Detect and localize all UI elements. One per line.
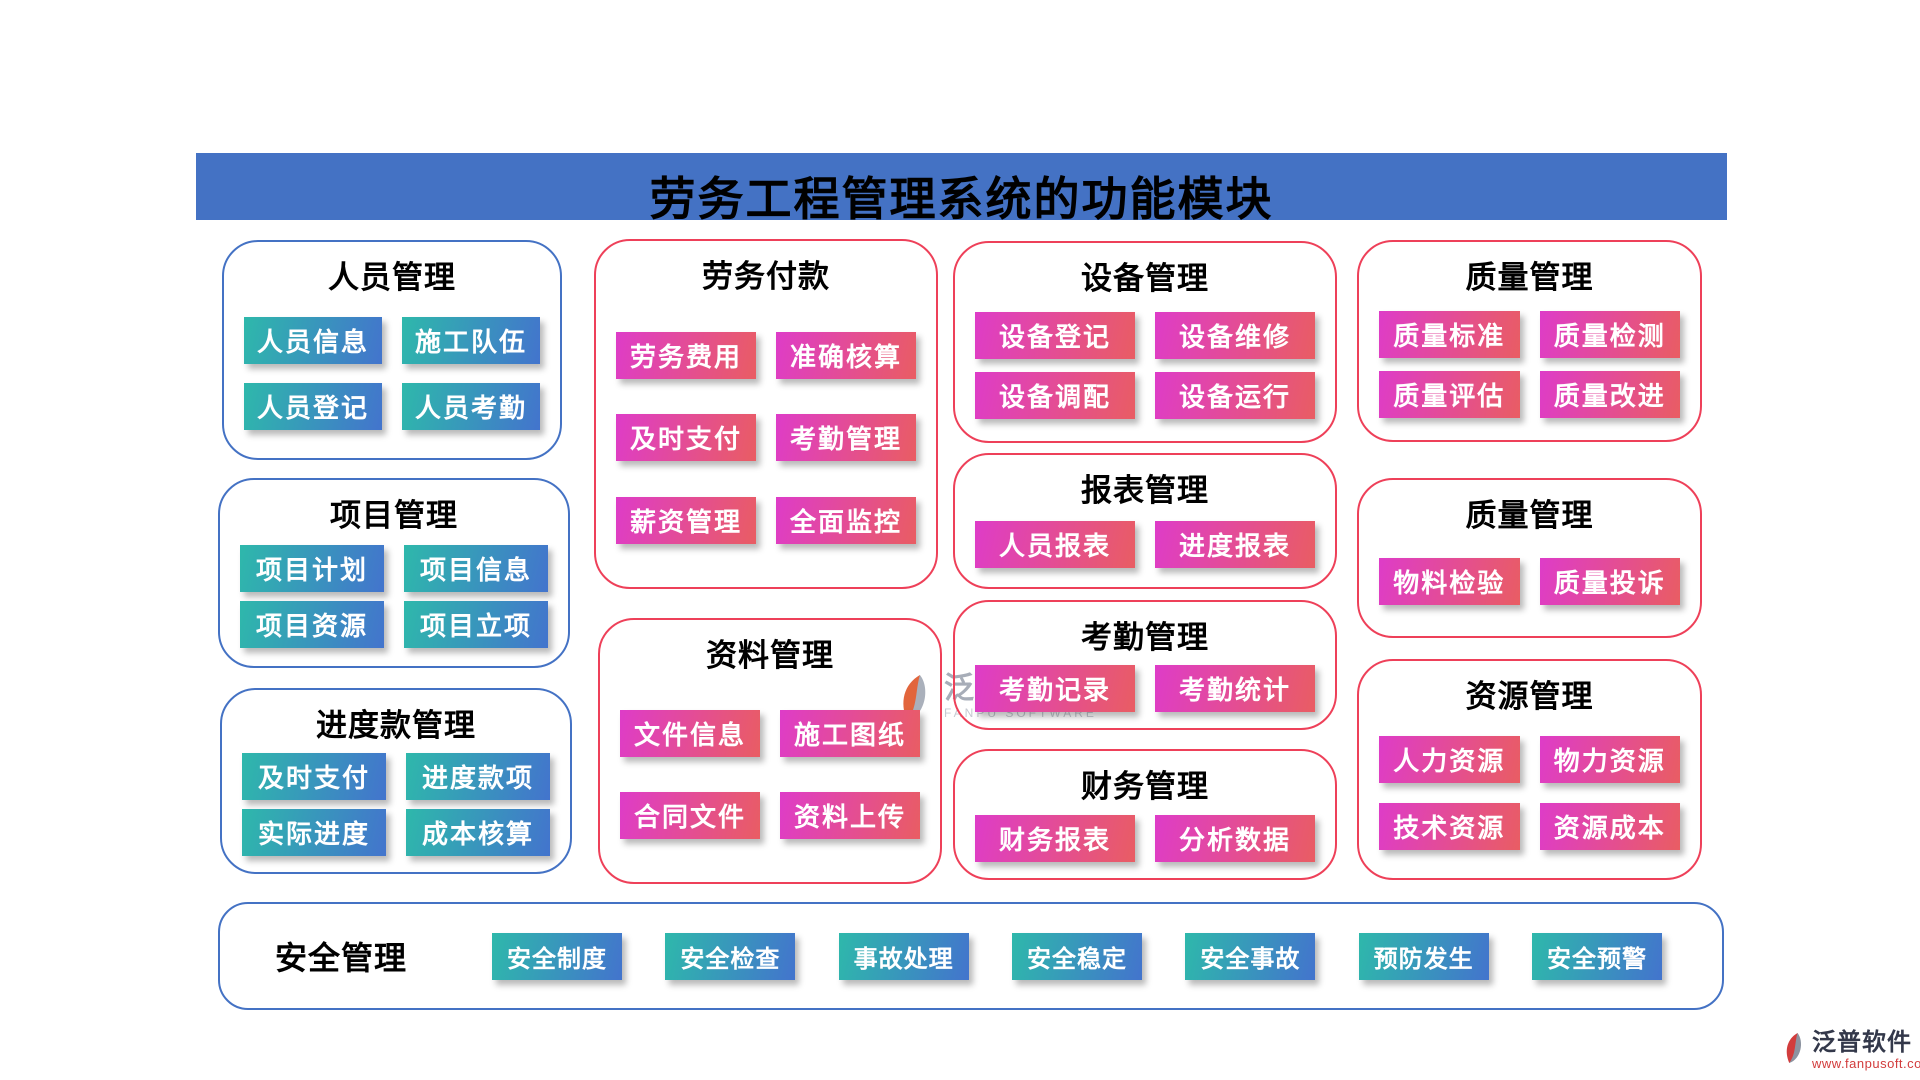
module-button-progress-payment-3[interactable]: 成本核算 [406,808,550,856]
module-button-labor-payment-1[interactable]: 准确核算 [776,331,916,379]
button-grid: 设备登记设备维修设备调配设备运行 [955,298,1335,441]
panel-title: 劳务付款 [702,259,830,294]
fanpu-leaf-icon [890,672,936,729]
fanpu-watermark-corner: 泛普软件 www.fanpusoft.com [1778,1030,1920,1071]
module-button-finance-0[interactable]: 财务报表 [975,814,1135,862]
button-grid: 人力资源物力资源技术资源资源成本 [1359,716,1700,878]
button-grid: 物料检验质量投诉 [1359,535,1700,636]
module-button-labor-payment-0[interactable]: 劳务费用 [616,331,756,379]
watermark-name: 泛普软件 [1812,1030,1912,1056]
panel-title: 人员管理 [328,260,456,295]
module-button-progress-payment-0[interactable]: 及时支付 [242,753,386,801]
module-button-report-0[interactable]: 人员报表 [975,521,1135,568]
panel-finance-management: 财务管理财务报表分析数据 [953,749,1337,880]
panel-title: 安全管理 [275,940,408,976]
panel-title: 考勤管理 [1081,620,1209,655]
panel-title: 资料管理 [706,638,834,673]
button-grid: 人员报表进度报表 [955,510,1335,587]
button-grid: 考勤记录考勤统计 [955,657,1335,728]
module-button-safety-6[interactable]: 安全预警 [1531,932,1662,980]
fanpu-leaf-icon [1778,1030,1808,1071]
module-button-project-0[interactable]: 项目计划 [240,544,384,592]
module-button-labor-payment-5[interactable]: 全面监控 [776,496,916,544]
watermark-url: www.fanpusoft.com [1812,1056,1920,1071]
module-button-safety-5[interactable]: 预防发生 [1358,932,1489,980]
panel-title: 报表管理 [1081,473,1209,508]
button-grid: 人员信息施工队伍人员登记人员考勤 [224,297,560,458]
module-button-equipment-3[interactable]: 设备运行 [1155,372,1315,420]
button-grid: 财务报表分析数据 [955,806,1335,878]
module-button-labor-payment-4[interactable]: 薪资管理 [616,496,756,544]
module-button-document-2[interactable]: 合同文件 [620,792,760,839]
module-button-document-1[interactable]: 施工图纸 [780,710,920,757]
module-button-attendance-0[interactable]: 考勤记录 [975,665,1135,712]
module-button-quality-1-1[interactable]: 质量检测 [1539,310,1680,358]
module-button-labor-payment-3[interactable]: 考勤管理 [776,414,916,461]
panel-report-management: 报表管理人员报表进度报表 [953,453,1337,589]
button-grid: 及时支付进度款项实际进度成本核算 [222,745,570,872]
module-button-safety-1[interactable]: 安全检查 [665,932,796,980]
module-button-document-3[interactable]: 资料上传 [780,792,920,839]
module-button-attendance-1[interactable]: 考勤统计 [1155,665,1315,712]
module-button-quality-2-0[interactable]: 物料检验 [1379,558,1520,605]
panel-title: 资源管理 [1465,679,1594,714]
module-button-personnel-2[interactable]: 人员登记 [244,383,382,431]
module-button-safety-0[interactable]: 安全制度 [492,932,623,980]
title-banner: 劳务工程管理系统的功能模块 [196,153,1727,225]
module-button-safety-3[interactable]: 安全稳定 [1012,932,1142,980]
button-grid: 劳务费用准确核算及时支付考勤管理薪资管理全面监控 [596,296,936,587]
module-button-report-1[interactable]: 进度报表 [1155,521,1315,568]
panel-progress-payment-management: 进度款管理及时支付进度款项实际进度成本核算 [220,688,572,874]
page-title: 劳务工程管理系统的功能模块 [649,174,1274,225]
module-button-personnel-1[interactable]: 施工队伍 [402,316,540,364]
module-button-project-3[interactable]: 项目立项 [404,601,548,649]
module-button-equipment-2[interactable]: 设备调配 [975,372,1135,420]
module-button-labor-payment-2[interactable]: 及时支付 [616,414,756,461]
module-button-progress-payment-1[interactable]: 进度款项 [406,753,550,801]
button-grid: 项目计划项目信息项目资源项目立项 [220,535,568,666]
module-button-personnel-3[interactable]: 人员考勤 [402,383,540,431]
panel-personnel-management: 人员管理人员信息施工队伍人员登记人员考勤 [222,240,562,460]
panel-title: 质量管理 [1465,260,1594,295]
module-button-quality-1-3[interactable]: 质量改进 [1539,371,1680,419]
module-button-quality-1-2[interactable]: 质量评估 [1379,371,1520,419]
module-button-document-0[interactable]: 文件信息 [620,710,760,757]
module-button-safety-2[interactable]: 事故处理 [838,932,969,980]
panel-resource-management: 资源管理人力资源物力资源技术资源资源成本 [1357,659,1702,880]
module-button-resource-0[interactable]: 人力资源 [1379,736,1520,783]
panel-title: 质量管理 [1465,498,1594,533]
panel-title: 设备管理 [1081,261,1209,296]
panel-safety-management: 安全管理安全制度安全检查事故处理安全稳定安全事故预防发生安全预警 [218,902,1724,1010]
panel-title: 进度款管理 [316,708,476,743]
button-grid: 安全制度安全检查事故处理安全稳定安全事故预防发生安全预警 [407,932,1722,980]
panel-project-management: 项目管理项目计划项目信息项目资源项目立项 [218,478,570,668]
module-button-personnel-0[interactable]: 人员信息 [244,316,382,364]
panel-labor-payment: 劳务付款劳务费用准确核算及时支付考勤管理薪资管理全面监控 [594,239,938,589]
module-button-project-2[interactable]: 项目资源 [240,601,384,649]
panel-title: 项目管理 [330,498,458,533]
panel-document-management: 资料管理文件信息施工图纸合同文件资料上传 [598,618,942,884]
button-grid: 质量标准质量检测质量评估质量改进 [1359,297,1700,440]
panel-quality-management-1: 质量管理质量标准质量检测质量评估质量改进 [1357,240,1702,442]
module-button-quality-1-0[interactable]: 质量标准 [1379,310,1520,358]
panel-equipment-management: 设备管理设备登记设备维修设备调配设备运行 [953,241,1337,443]
module-button-resource-1[interactable]: 物力资源 [1539,736,1680,783]
module-button-safety-4[interactable]: 安全事故 [1185,932,1316,980]
panel-title: 财务管理 [1081,769,1209,804]
button-grid: 文件信息施工图纸合同文件资料上传 [600,675,940,882]
module-button-finance-1[interactable]: 分析数据 [1155,814,1315,862]
module-button-project-1[interactable]: 项目信息 [404,544,548,592]
module-button-resource-3[interactable]: 资源成本 [1539,803,1680,850]
module-button-resource-2[interactable]: 技术资源 [1379,803,1520,850]
module-button-equipment-0[interactable]: 设备登记 [975,311,1135,359]
module-button-quality-2-1[interactable]: 质量投诉 [1539,558,1680,605]
panel-attendance-management: 考勤管理考勤记录考勤统计 [953,600,1337,730]
panel-quality-management-2: 质量管理物料检验质量投诉 [1357,478,1702,638]
module-button-progress-payment-2[interactable]: 实际进度 [242,808,386,856]
module-button-equipment-1[interactable]: 设备维修 [1155,311,1315,359]
